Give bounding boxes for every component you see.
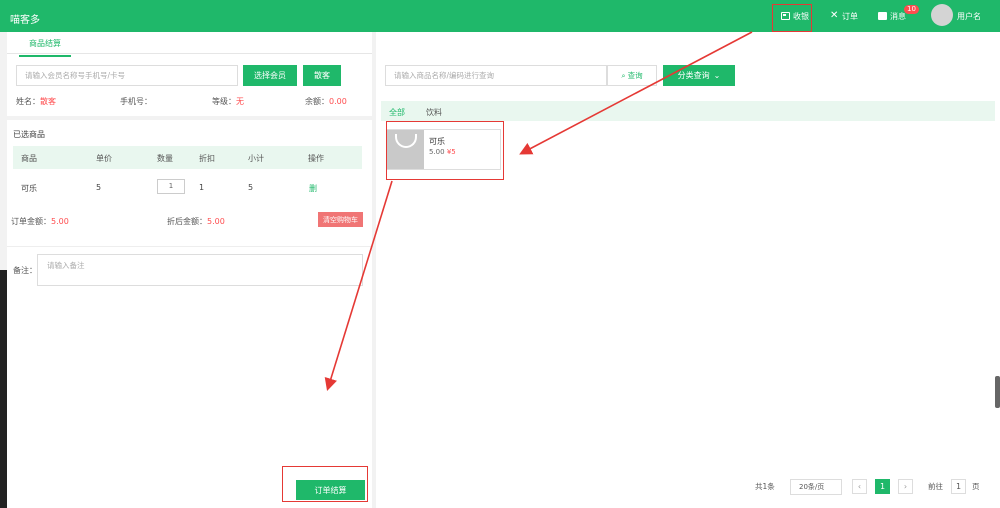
name-value: 散客	[40, 97, 56, 106]
order-amount-label: 订单金额：	[11, 217, 51, 226]
col-subtotal: 小计	[248, 154, 264, 163]
search-icon: ⌕	[621, 70, 626, 80]
col-discount: 折扣	[199, 154, 215, 163]
left-edge-strip	[0, 270, 7, 508]
product-price-new: ¥5	[446, 148, 456, 156]
order-amount: 订单金额：5.00	[11, 216, 69, 227]
search-button[interactable]: ⌕查询	[607, 65, 657, 86]
category-drinks[interactable]: 饮料	[426, 108, 442, 117]
product-search-input[interactable]: 请输入商品名称/编码进行查询	[385, 65, 607, 86]
col-price: 单价	[96, 154, 112, 163]
chevron-down-icon: ⌄	[713, 71, 721, 80]
order-amount-value: 5.00	[51, 217, 69, 226]
clear-cart-button[interactable]: 清空购物车	[318, 212, 363, 227]
top-header: 喵客多 收银 ✕ 订单 消息 10 用户名	[0, 0, 1000, 32]
discounted-amount-value: 5.00	[207, 217, 225, 226]
product-name: 可乐	[429, 137, 445, 146]
message-count-badge: 10	[904, 5, 919, 14]
level-label: 等级：	[212, 97, 236, 106]
annotation-arrow-to-product	[519, 31, 753, 155]
level-value: 无	[236, 97, 244, 106]
member-search-input[interactable]: 请输入会员名称号手机号/卡号	[16, 65, 238, 86]
nav-messages[interactable]: 消息 10	[878, 5, 919, 24]
balance-value: 0.00	[329, 97, 347, 106]
right-panel: 请输入商品名称/编码进行查询 ⌕查询 分类查询 ⌄ 全部 饮料 可乐 5.00 …	[376, 32, 1000, 508]
quantity-input[interactable]: 1	[157, 179, 185, 194]
row-discount: 1	[199, 183, 205, 192]
discounted-amount-label: 折后金额：	[167, 217, 207, 226]
phone-label: 手机号：	[120, 97, 152, 106]
delete-row-button[interactable]: 删	[309, 184, 317, 193]
balance-label: 余额：	[305, 97, 329, 106]
annotation-box-cashier	[772, 4, 812, 32]
goto-page-input[interactable]: 1	[951, 479, 966, 494]
avatar[interactable]	[931, 4, 953, 26]
remark-textarea[interactable]: 请输入备注	[37, 254, 363, 286]
page-1-button[interactable]: 1	[875, 479, 890, 494]
annotation-box-checkout	[282, 466, 368, 502]
nav-messages-label: 消息	[890, 11, 906, 21]
category-all[interactable]: 全部	[389, 108, 405, 117]
page-suffix: 页	[972, 481, 980, 491]
tab-divider	[7, 53, 372, 54]
search-button-label: 查询	[627, 71, 643, 80]
member-name-info: 姓名：散客	[16, 96, 56, 107]
product-card[interactable]: 可乐 5.00 ¥5	[386, 129, 501, 170]
scrollbar-handle[interactable]	[995, 376, 1000, 408]
product-price-old: 5.00	[429, 148, 445, 156]
app-logo: 喵客多	[10, 15, 40, 26]
nav-orders-label: 订单	[842, 11, 858, 21]
product-price: 5.00 ¥5	[429, 148, 456, 156]
discounted-amount: 折后金额：5.00	[167, 216, 225, 227]
monitor-icon	[781, 12, 790, 20]
walk-in-button[interactable]: 散客	[303, 65, 341, 86]
nav-cashier[interactable]: 收银	[781, 8, 809, 24]
annotation-box-product	[386, 121, 504, 180]
prev-page-button[interactable]: ‹	[852, 479, 867, 494]
section-divider	[7, 246, 372, 247]
tab-checkout[interactable]: 商品结算	[19, 38, 71, 57]
col-qty: 数量	[157, 154, 173, 163]
row-subtotal: 5	[248, 183, 254, 192]
annotation-arrow-to-checkout	[324, 180, 393, 392]
remark-label: 备注：	[13, 266, 37, 275]
selected-items-title: 已选商品	[13, 130, 45, 139]
name-label: 姓名：	[16, 97, 40, 106]
member-level-info: 等级：无	[212, 96, 244, 107]
section-divider	[7, 116, 372, 120]
cart-table-header: 商品 单价 数量 折扣 小计 操作	[13, 146, 362, 169]
col-product: 商品	[21, 154, 37, 163]
nav-cashier-label: 收银	[793, 11, 809, 21]
next-page-button[interactable]: ›	[898, 479, 913, 494]
user-name[interactable]: 用户名	[957, 11, 981, 21]
nav-orders[interactable]: ✕ 订单	[830, 8, 858, 24]
product-image	[387, 130, 424, 169]
per-page-select[interactable]: 20条/页	[790, 479, 842, 495]
left-panel: 商品结算 请输入会员名称号手机号/卡号 选择会员 散客 姓名：散客 手机号： 等…	[7, 32, 372, 508]
pagination-total: 共1条	[755, 481, 775, 491]
member-phone-info: 手机号：	[120, 96, 152, 107]
row-price: 5	[96, 183, 102, 192]
close-icon: ✕	[830, 10, 839, 21]
row-product: 可乐	[21, 184, 37, 193]
select-member-button[interactable]: 选择会员	[243, 65, 297, 86]
checkout-button[interactable]: 订单结算	[296, 480, 365, 500]
category-query-label: 分类查询	[677, 71, 710, 80]
goto-label: 前往	[928, 481, 943, 491]
member-balance-info: 余额：0.00	[305, 96, 347, 107]
category-bar: 全部 饮料	[381, 101, 995, 121]
col-action: 操作	[308, 154, 324, 163]
chat-icon	[878, 12, 887, 20]
